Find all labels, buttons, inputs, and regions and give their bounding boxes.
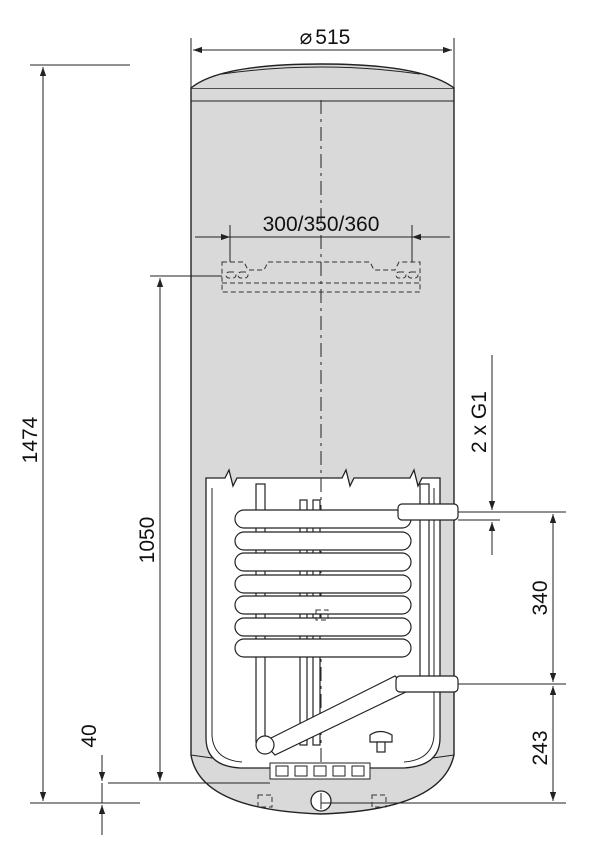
wall-bracket: [221, 261, 421, 293]
dimension-bracket-height: 1050: [108, 275, 270, 784]
diameter-value: 515: [315, 26, 350, 49]
svg-text:⌀515: ⌀515: [300, 26, 351, 49]
dimension-diameter: ⌀515: [190, 26, 455, 88]
lower-connection-height-label: 243: [529, 730, 552, 765]
dimension-connections: 2 x G1: [458, 355, 500, 555]
dimension-bracket-spacing: 300/350/360: [195, 213, 450, 262]
foot-height-label: 40: [78, 724, 101, 747]
bottom-fittings: [257, 762, 387, 812]
total-height-label: 1474: [19, 416, 42, 463]
dimension-total-height: 1474: [19, 64, 140, 804]
dimension-right-heights: 340 243: [321, 511, 566, 804]
tank-top-cap: [190, 63, 455, 89]
dimension-foot-height: 40: [78, 724, 106, 835]
bracket-spacing-label: 300/350/360: [263, 213, 380, 236]
diameter-symbol: ⌀: [300, 26, 313, 49]
heat-exchanger-coil: [234, 483, 459, 756]
bracket-height-label: 1050: [136, 517, 159, 564]
connections-label: 2 x G1: [468, 391, 491, 453]
coil-spacing-label: 340: [529, 580, 552, 615]
